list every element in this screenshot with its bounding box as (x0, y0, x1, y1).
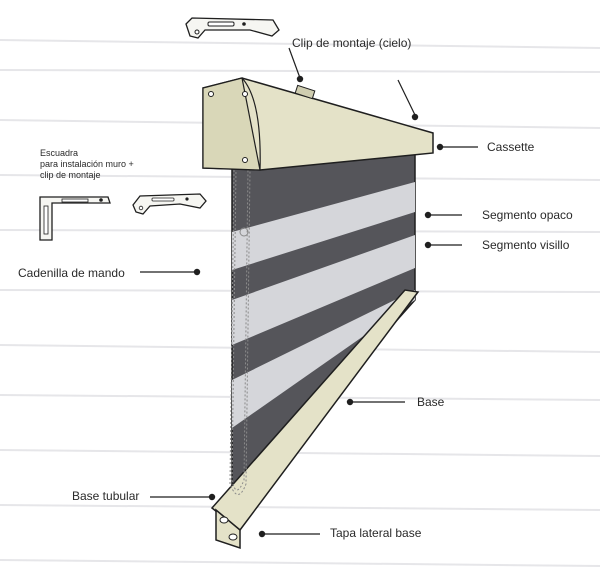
wall-bracket-icon (39, 196, 111, 241)
bottom-bar (210, 289, 420, 550)
label-escuadra-2: para instalación muro + (40, 159, 134, 169)
leader-dots (193, 75, 444, 538)
label-escuadra-1: Escuadra (40, 148, 79, 158)
chain-loop (229, 167, 251, 495)
label-base: Base (417, 395, 445, 409)
label-cassette: Cassette (487, 140, 535, 154)
label-tapa-lateral: Tapa lateral base (330, 526, 422, 540)
sheer-band-3 (232, 290, 415, 428)
label-segmento-opaco: Segmento opaco (482, 208, 573, 222)
sheer-band-2 (232, 235, 415, 345)
mounting-clip-icon (132, 193, 207, 215)
label-escuadra-3: clip de montaje (40, 170, 101, 180)
leader-lines (140, 47, 478, 535)
label-segmento-visillo: Segmento visillo (482, 238, 570, 252)
label-base-tubular: Base tubular (72, 489, 140, 503)
label-clip-montaje: Clip de montaje (cielo) (292, 36, 412, 50)
sheer-band-1 (232, 182, 415, 270)
cassette (202, 77, 434, 171)
ceiling-clip-icon (185, 17, 280, 39)
label-cadenilla: Cadenilla de mando (18, 266, 125, 280)
